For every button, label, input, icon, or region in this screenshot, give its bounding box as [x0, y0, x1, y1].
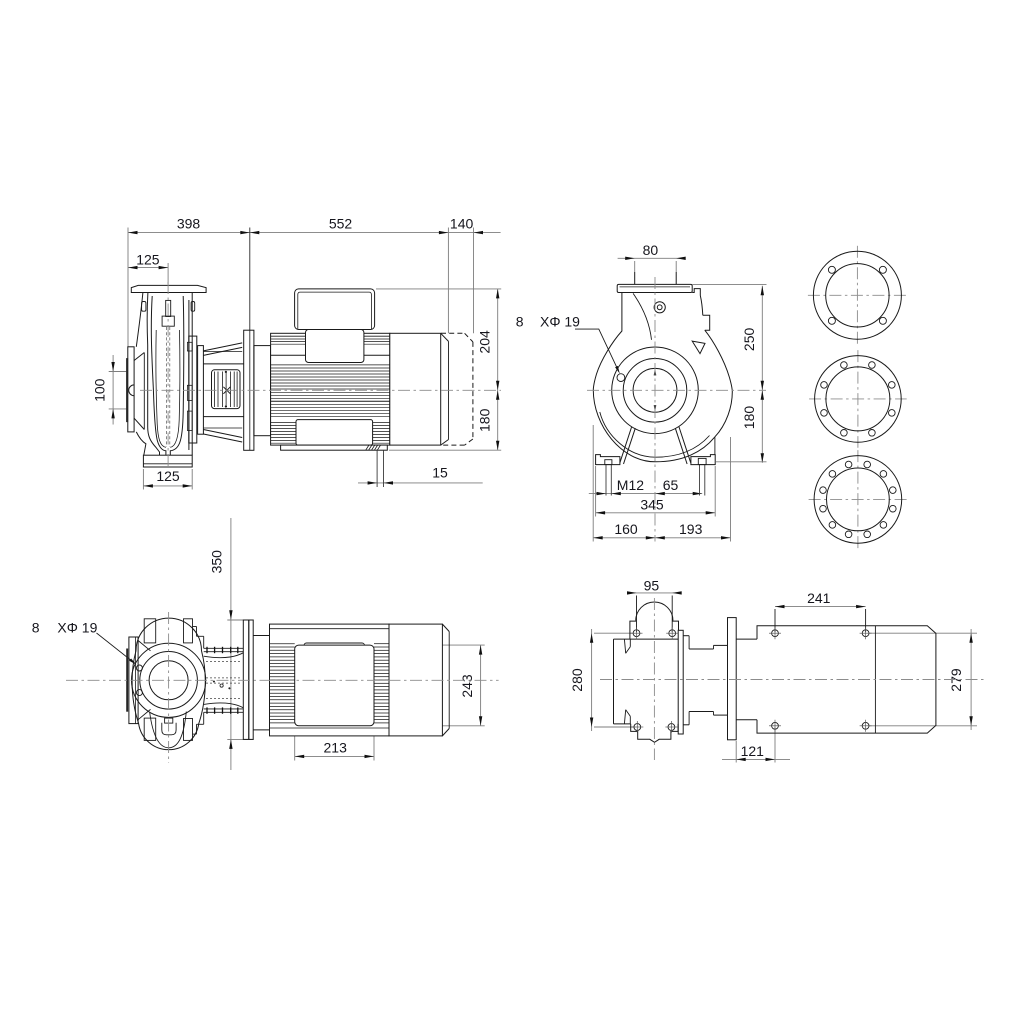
- svg-text:65: 65: [663, 477, 679, 493]
- svg-text:552: 552: [329, 215, 353, 231]
- svg-text:15: 15: [432, 465, 448, 481]
- svg-text:80: 80: [643, 242, 659, 258]
- svg-text:8: 8: [516, 314, 524, 330]
- svg-text:204: 204: [476, 330, 492, 354]
- svg-text:250: 250: [741, 328, 757, 352]
- svg-text:398: 398: [177, 215, 201, 231]
- svg-text:121: 121: [741, 743, 765, 759]
- svg-text:160: 160: [614, 521, 638, 537]
- svg-text:243: 243: [459, 674, 475, 698]
- svg-text:345: 345: [640, 496, 664, 512]
- svg-text:8: 8: [32, 620, 40, 636]
- svg-text:M12: M12: [617, 477, 644, 493]
- svg-text:XΦ 19: XΦ 19: [57, 620, 97, 636]
- svg-text:XΦ 19: XΦ 19: [540, 314, 580, 330]
- svg-text:125: 125: [156, 468, 180, 484]
- svg-text:100: 100: [92, 378, 108, 402]
- svg-text:241: 241: [807, 590, 831, 606]
- svg-text:125: 125: [136, 252, 160, 268]
- svg-text:350: 350: [209, 550, 225, 574]
- svg-text:280: 280: [569, 668, 585, 692]
- svg-text:95: 95: [644, 577, 660, 593]
- svg-text:180: 180: [476, 408, 492, 432]
- svg-text:180: 180: [741, 406, 757, 430]
- svg-text:213: 213: [324, 739, 348, 755]
- svg-text:140: 140: [450, 215, 474, 231]
- svg-text:193: 193: [679, 521, 703, 537]
